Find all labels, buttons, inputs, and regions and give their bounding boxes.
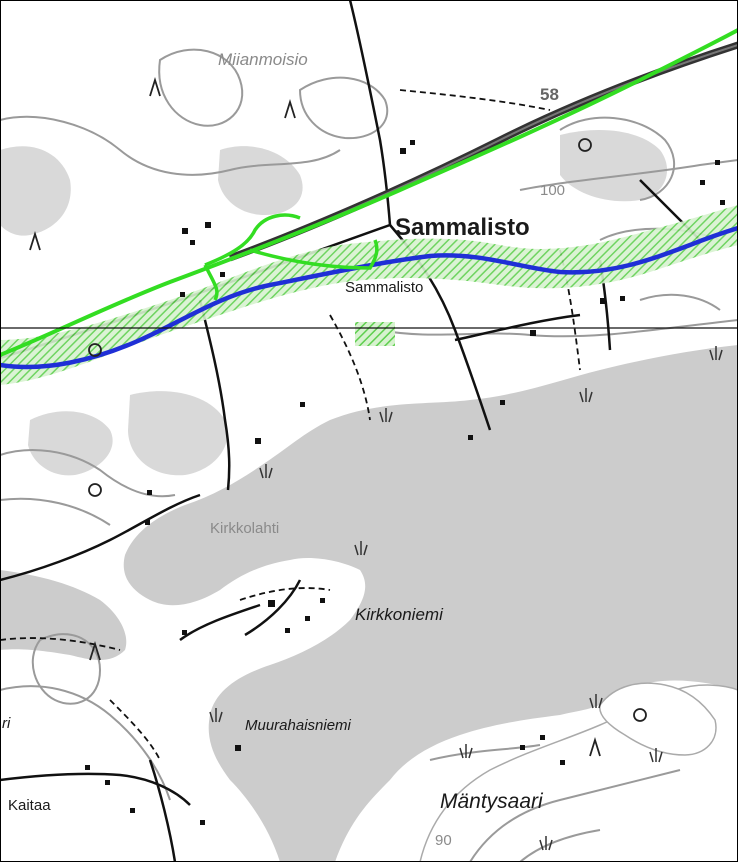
field-patch bbox=[128, 391, 228, 476]
marsh-symbols bbox=[209, 346, 723, 851]
label-sammalisto-small: Sammalisto bbox=[345, 279, 423, 296]
route-blue bbox=[0, 225, 738, 370]
field-patch bbox=[28, 411, 113, 476]
field-patch bbox=[560, 130, 668, 202]
label-edge-fragment: ri bbox=[2, 715, 11, 732]
island-east bbox=[599, 682, 717, 756]
field-patch bbox=[0, 146, 71, 236]
label-miianmoisio: Miianmoisio bbox=[218, 50, 308, 69]
hill-symbols bbox=[29, 76, 647, 757]
route-corridor bbox=[0, 205, 738, 385]
label-mantysaari: Mäntysaari bbox=[440, 790, 544, 813]
label-kirkkoniemi: Kirkkoniemi bbox=[355, 605, 444, 624]
label-muurahaisniemi: Muurahaisniemi bbox=[245, 717, 352, 734]
label-contour-90: 90 bbox=[435, 832, 452, 849]
corridor-patch bbox=[355, 322, 395, 346]
label-road-58: 58 bbox=[540, 85, 559, 104]
label-contour-100: 100 bbox=[540, 182, 565, 199]
route-green bbox=[0, 28, 738, 357]
buildings bbox=[85, 140, 725, 825]
water-kirkkolahti bbox=[123, 345, 738, 862]
label-kirkkolahti: Kirkkolahti bbox=[210, 520, 279, 537]
label-kaitaa: Kaitaa bbox=[8, 797, 51, 814]
paths-dashed bbox=[0, 89, 581, 761]
label-sammalisto-large: Sammalisto bbox=[395, 214, 530, 241]
route-green-loop bbox=[203, 213, 379, 301]
